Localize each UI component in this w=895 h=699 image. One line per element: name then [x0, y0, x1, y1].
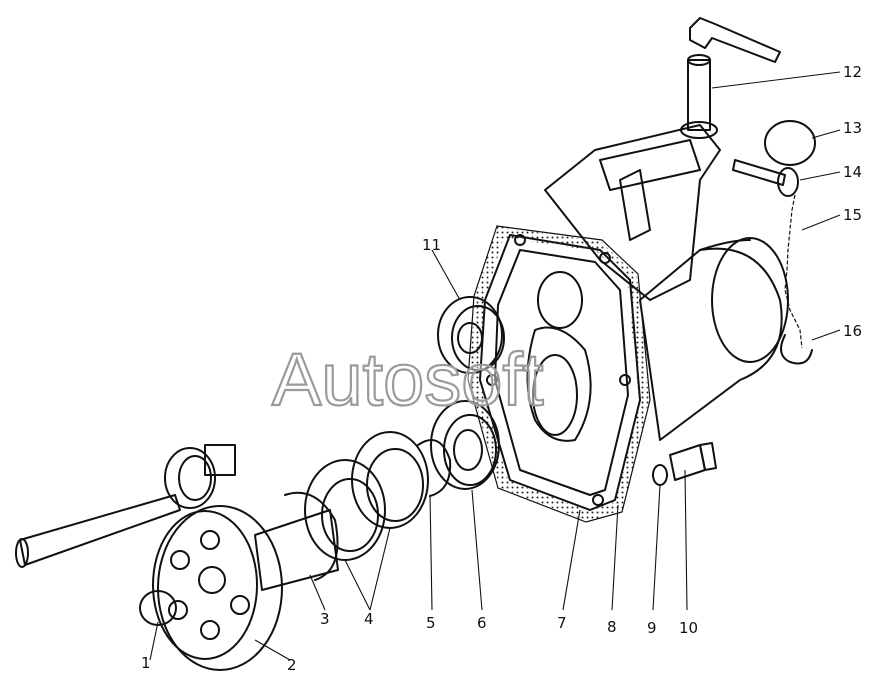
bearings-4: [304, 431, 429, 561]
leader-lines: [149, 71, 841, 661]
callout-7: 7: [557, 614, 567, 632]
callout-4: 4: [364, 610, 374, 628]
callout-labels: 1 2 3 4 5 6 7 8 9 10 11 12 13 14 15 16: [141, 63, 862, 674]
callout-16: 16: [843, 322, 862, 340]
shift-lever: [680, 17, 781, 139]
callout-10: 10: [679, 619, 698, 637]
input-shaft: [15, 494, 339, 591]
callout-6: 6: [477, 614, 487, 632]
snap-ring-5: [417, 439, 452, 497]
callout-9: 9: [647, 619, 657, 637]
oil-seal-6: [430, 400, 500, 490]
callout-8: 8: [607, 618, 617, 636]
callout-15: 15: [843, 206, 862, 224]
gearbox-housing: [467, 124, 789, 523]
washer-and-bolt: [652, 442, 717, 486]
callout-2: 2: [287, 656, 297, 674]
callout-11: 11: [422, 236, 441, 254]
bearing-11: [437, 296, 505, 374]
callout-3: 3: [320, 610, 330, 628]
callout-14: 14: [843, 163, 862, 181]
callout-13: 13: [843, 119, 862, 137]
lock-pin-assembly: [732, 120, 816, 365]
callout-12: 12: [843, 63, 862, 81]
drive-gear-2: [152, 505, 283, 671]
spacer-ring-3: [284, 491, 339, 581]
callout-5: 5: [426, 614, 436, 632]
callout-1: 1: [141, 654, 151, 672]
watermark: Autosoft: [272, 338, 544, 421]
small-spur-gear: [164, 444, 236, 509]
plug-1: [139, 590, 177, 626]
